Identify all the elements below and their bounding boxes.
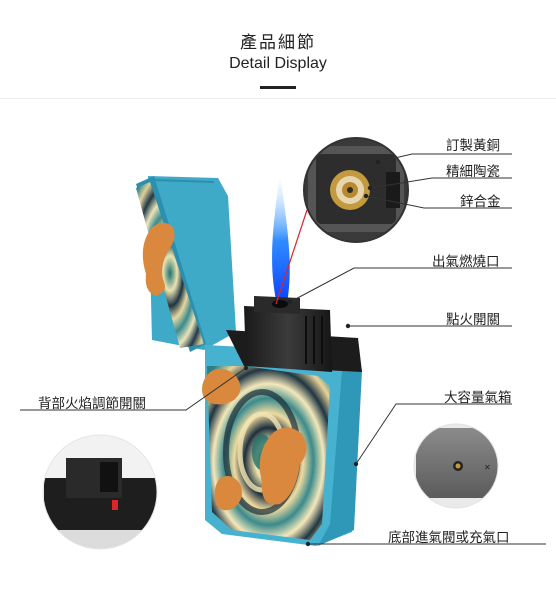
- callout-ignition-switch: 點火開關: [446, 312, 500, 328]
- svg-text:✕: ✕: [484, 463, 491, 472]
- leader-lines: [20, 153, 546, 545]
- page-title: 產品細節: [240, 33, 316, 53]
- callout-ceramic: 精細陶瓷: [446, 164, 500, 180]
- callout-gas-tank: 大容量氣箱: [444, 390, 512, 406]
- leader-dots: [243, 159, 381, 547]
- title-underline: [260, 86, 296, 89]
- page-subtitle: Detail Display: [229, 55, 327, 72]
- lighter-lid: [136, 176, 236, 352]
- callout-refill-port: 底部進氣閥或充氣口: [388, 530, 510, 546]
- header: 產品細節 Detail Display: [0, 0, 556, 90]
- header-divider: [0, 98, 556, 99]
- adjust-switch-closeup: [42, 434, 158, 550]
- callout-zinc-alloy: 鋅合金: [460, 194, 501, 210]
- torch-head: [226, 296, 362, 372]
- callout-gas-outlet: 出氣燃燒口: [432, 254, 500, 270]
- nozzle-closeup: [303, 137, 409, 243]
- zoom-link-line: [275, 209, 308, 305]
- gas-tank-closeup: ✕: [413, 423, 499, 509]
- cat-artwork: [142, 222, 307, 511]
- callout-flame-adjust: 背部火焰調節開關: [38, 396, 146, 412]
- callout-copper: 訂製黃銅: [446, 138, 500, 154]
